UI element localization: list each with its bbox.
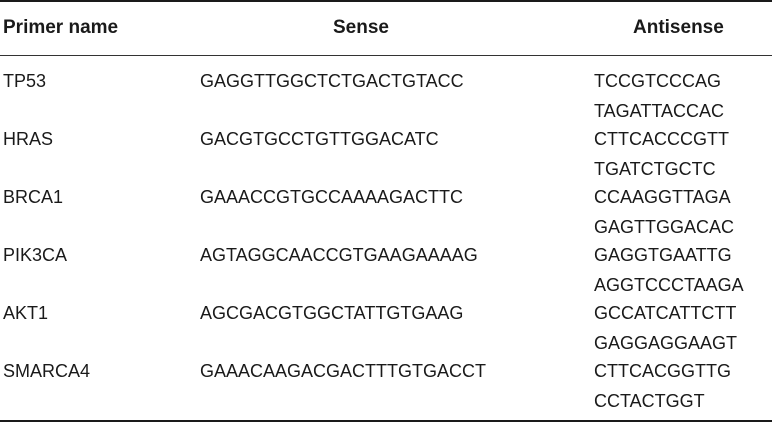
- table-header: Primer name Sense Antisense: [0, 0, 772, 55]
- antisense-line-1: CTTCACCCGTT: [594, 129, 729, 149]
- antisense-cell: TCCGTCCCAG TAGATTACCAC: [594, 66, 724, 126]
- sense-cell: AGCGACGTGGCTATTGTGAAG: [200, 303, 464, 323]
- table-body: TP53 GAGGTTGGCTCTGACTGTACC TCCGTCCCAG TA…: [0, 66, 772, 414]
- antisense-line-2: CCTACTGGT: [594, 391, 705, 411]
- antisense-cell: GCCATCATTCTT GAGGAGGAAGT: [594, 298, 737, 358]
- antisense-line-1: CTTCACGGTTG: [594, 361, 731, 381]
- sense-cell: GAAACCGTGCCAAAAGACTTC: [200, 187, 464, 207]
- primer-name-cell: BRCA1: [3, 187, 64, 207]
- antisense-cell: CTTCACCCGTT TGATCTGCTC: [594, 124, 729, 184]
- sense-cell: GAAACAAGACGACTTTGTGACCT: [200, 361, 487, 381]
- antisense-cell: CCAAGGTTAGA GAGTTGGACAC: [594, 182, 734, 242]
- table-header-rule: [0, 55, 772, 56]
- antisense-line-2: TAGATTACCAC: [594, 101, 724, 121]
- antisense-cell: CTTCACGGTTG CCTACTGGT: [594, 356, 731, 416]
- antisense-line-2: TGATCTGCTC: [594, 159, 716, 179]
- primer-name-cell: PIK3CA: [3, 245, 68, 265]
- antisense-line-2: GAGTTGGACAC: [594, 217, 735, 237]
- sense-cell: GACGTGCCTGTTGGACATC: [200, 129, 439, 149]
- table-row: TP53 GAGGTTGGCTCTGACTGTACC TCCGTCCCAG TA…: [0, 66, 772, 124]
- antisense-line-1: GAGGTGAATTG: [594, 245, 732, 265]
- table-row: PIK3CA AGTAGGCAACCGTGAAGAAAAG GAGGTGAATT…: [0, 240, 772, 298]
- table-top-rule: [0, 0, 772, 2]
- table-row: AKT1 AGCGACGTGGCTATTGTGAAG GCCATCATTCTT …: [0, 298, 772, 356]
- table-row: HRAS GACGTGCCTGTTGGACATC CTTCACCCGTT TGA…: [0, 124, 772, 182]
- header-antisense: Antisense: [633, 17, 724, 38]
- sense-cell: GAGGTTGGCTCTGACTGTACC: [200, 71, 464, 91]
- antisense-cell: GAGGTGAATTG AGGTCCCTAAGA: [594, 240, 744, 300]
- header-primer-name: Primer name: [3, 17, 119, 38]
- sense-cell: AGTAGGCAACCGTGAAGAAAAG: [200, 245, 478, 265]
- table-bottom-rule: [0, 420, 772, 422]
- primer-name-cell: HRAS: [3, 129, 54, 149]
- antisense-line-1: TCCGTCCCAG: [594, 71, 721, 91]
- antisense-line-2: GAGGAGGAAGT: [594, 333, 738, 353]
- table-row: SMARCA4 GAAACAAGACGACTTTGTGACCT CTTCACGG…: [0, 356, 772, 414]
- header-sense: Sense: [333, 17, 389, 38]
- primer-name-cell: TP53: [3, 71, 47, 91]
- primer-name-cell: SMARCA4: [3, 361, 91, 381]
- table-row: BRCA1 GAAACCGTGCCAAAAGACTTC CCAAGGTTAGA …: [0, 182, 772, 240]
- antisense-line-1: CCAAGGTTAGA: [594, 187, 731, 207]
- antisense-line-1: GCCATCATTCTT: [594, 303, 737, 323]
- primer-name-cell: AKT1: [3, 303, 49, 323]
- antisense-line-2: AGGTCCCTAAGA: [594, 275, 744, 295]
